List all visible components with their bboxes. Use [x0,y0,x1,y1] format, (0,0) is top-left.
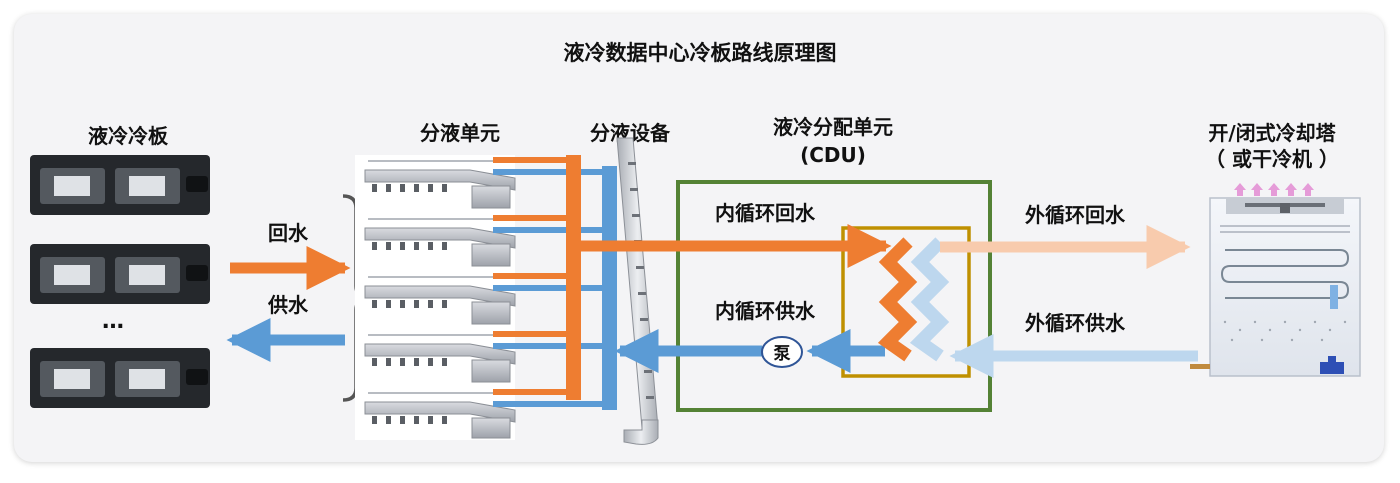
inner-return-label: 内循环回水 [715,201,816,225]
outer-return-label: 外循环回水 [1025,203,1126,227]
manifold-module [364,334,516,383]
cold-plate-image [30,155,210,408]
supply-header-pipe [602,166,617,410]
pump-label: 泵 [774,344,791,364]
outer-supply-label: 外循环供水 [1025,311,1126,335]
tower-label-line1: 开/闭式冷却塔 [1208,121,1336,145]
cold-plate-board [30,348,210,408]
return-water-label: 回水 [268,221,309,245]
manifold-device [616,137,659,445]
inner-supply-label: 内循环供水 [715,299,816,323]
cdu-label-line1: 液冷分配单元 [773,115,893,139]
supply-water-label: 供水 [267,293,309,317]
manifold-supply-branches [493,169,609,407]
cdu-box [676,180,992,412]
heat-exchanger-cold-side [909,237,950,362]
heat-exchanger-hot-side [877,237,918,362]
heat-exchanger-box [841,226,971,378]
cooling-tower-icon [1190,183,1361,377]
manifold-unit-label: 分液单元 [420,121,500,145]
return-header-pipe [566,155,581,400]
cold-plate-board [30,244,210,304]
cold-plate-board [30,155,210,215]
cdu-label-line2: (CDU) [800,143,866,167]
manifold-module [364,160,516,209]
ellipsis-text: … [102,309,124,334]
pump-icon: 泵 [761,336,803,368]
tower-label-line2: （ 或干冷机 ） [1205,147,1339,171]
cold-plate-label: 液冷冷板 [88,124,169,148]
manifold-module [364,276,516,325]
manifold-module [364,392,516,439]
manifold-module [364,218,516,267]
diagram-title: 液冷数据中心冷板路线原理图 [564,41,837,65]
manifold-return-branches [493,157,574,395]
